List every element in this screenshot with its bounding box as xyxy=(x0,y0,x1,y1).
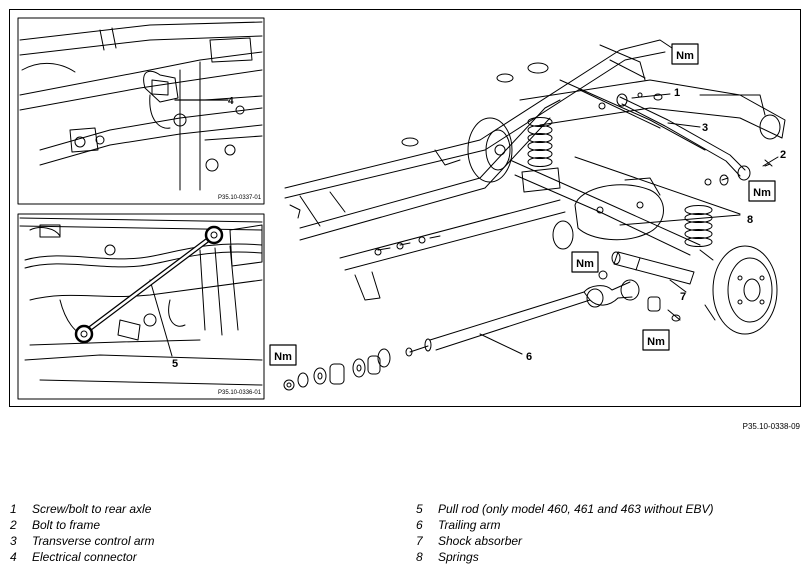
svg-text:Nm: Nm xyxy=(676,50,694,62)
inset-2-ref: P35.10-0336-01 xyxy=(218,390,262,396)
figure-ref: P35.10-0338-09 xyxy=(743,422,801,431)
main-callouts: 1 2 3 6 7 8 xyxy=(526,87,786,363)
callout-3: 3 xyxy=(702,122,708,134)
inset-pull-rod-view: 5 P35.10-0336-01 xyxy=(17,213,265,400)
inset-2-callout: 5 xyxy=(172,358,178,370)
transverse-control-arm xyxy=(598,92,773,186)
torque-badge: Nm xyxy=(748,180,776,202)
callout-8: 8 xyxy=(747,214,753,226)
callout-2: 2 xyxy=(780,149,786,161)
differential xyxy=(552,177,664,250)
vehicle-frame xyxy=(283,39,786,391)
svg-text:Nm: Nm xyxy=(576,258,594,270)
trailing-arm xyxy=(409,270,681,353)
bushing-parts xyxy=(283,347,413,391)
brake-drum xyxy=(699,245,778,335)
svg-text:Nm: Nm xyxy=(647,336,665,348)
inset-1-ref: P35.10-0337-01 xyxy=(218,195,262,201)
svg-text:Nm: Nm xyxy=(274,351,292,363)
shock-absorber xyxy=(611,251,695,285)
diagram-frame xyxy=(9,9,801,407)
callout-7: 7 xyxy=(680,291,686,303)
spring-right xyxy=(684,205,713,247)
callout-6: 6 xyxy=(526,351,532,363)
torque-badge: Nm xyxy=(642,329,670,351)
svg-text:Nm: Nm xyxy=(753,187,771,199)
inset-1-callout: 4 xyxy=(228,96,234,107)
torque-badges: Nm Nm Nm Nm Nm xyxy=(269,43,776,366)
torque-badge: Nm xyxy=(571,251,599,273)
spring-left xyxy=(521,117,561,193)
inset-connector-view: 4 P35.10-0337-01 xyxy=(17,17,265,205)
torque-badge: Nm xyxy=(671,43,699,65)
callout-1: 1 xyxy=(674,87,680,99)
torque-badge: Nm xyxy=(269,344,297,366)
